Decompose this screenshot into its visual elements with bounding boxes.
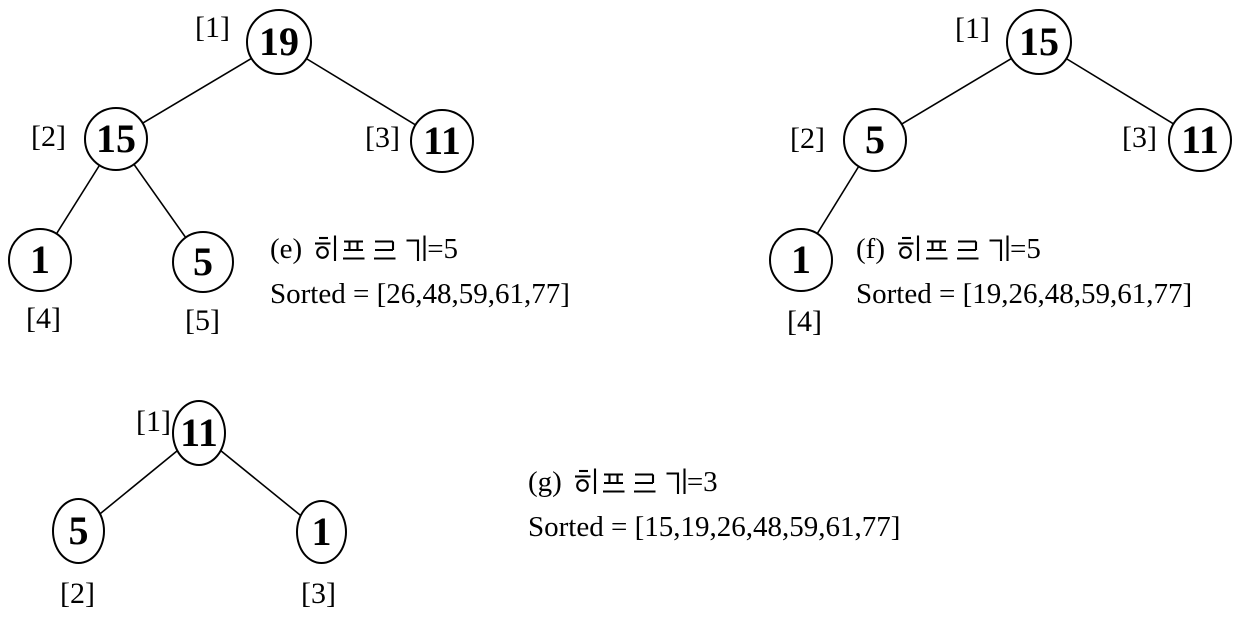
tree-g-node-2: 5 bbox=[52, 498, 105, 564]
tree-f-node-3: 11 bbox=[1168, 108, 1232, 172]
tree-e-index-3: [3] bbox=[365, 121, 400, 154]
tree-e-node-1: 19 bbox=[246, 9, 312, 75]
tree-f-sorted-line: Sorted = [19,26,48,59,61,77] bbox=[856, 278, 1193, 310]
tree-g-heapsize-word: 히프크기 bbox=[574, 460, 575, 461]
tree-e-node-5: 5 bbox=[172, 231, 234, 293]
tree-f-index-4: [4] bbox=[787, 305, 822, 338]
tree-f-index-2: [2] bbox=[790, 122, 825, 155]
tree-g-heapsize-value: =3 bbox=[686, 466, 718, 498]
tree-g-sorted-line: Sorted = [15,19,26,48,59,61,77] bbox=[528, 511, 901, 543]
tree-e-heapsize-value: =5 bbox=[427, 233, 459, 265]
tree-f-node-2: 5 bbox=[843, 108, 907, 172]
korean-heapsize-glyphs bbox=[573, 467, 686, 495]
tree-f-heapsize-line: (f) 히프크기 =5 bbox=[856, 227, 1192, 272]
tree-e-node-4: 1 bbox=[8, 228, 72, 292]
tree-e-heapsize-line: (e) 히프크기 =5 bbox=[270, 227, 570, 272]
tree-f-index-1: [1] bbox=[955, 12, 990, 45]
tree-e-index-4: [4] bbox=[26, 302, 61, 335]
tree-g-node-3: 1 bbox=[296, 500, 347, 564]
tree-g-node-1: 11 bbox=[172, 400, 226, 466]
tree-g-index-1: [1] bbox=[136, 405, 171, 438]
tree-f-heapsize-word: 히프크기 bbox=[897, 227, 898, 228]
tree-e-sorted-line: Sorted = [26,48,59,61,77] bbox=[270, 278, 570, 310]
tree-g-label: (g) bbox=[528, 466, 562, 498]
tree-f-node-4: 1 bbox=[769, 228, 833, 292]
tree-g-heapsize-line: (g) 히프크기 =3 bbox=[528, 460, 900, 505]
tree-f-caption: (f) 히프크기 =5 Sorted = [19,26,48,59,61,77] bbox=[856, 227, 1192, 317]
tree-f-label: (f) bbox=[856, 233, 885, 265]
tree-e-node-3: 11 bbox=[410, 109, 474, 173]
korean-heapsize-glyphs bbox=[314, 234, 426, 262]
korean-heapsize-glyphs bbox=[896, 234, 1009, 262]
tree-e-index-2: [2] bbox=[31, 120, 66, 153]
tree-e-heapsize-word: 히프크기 bbox=[314, 227, 315, 228]
tree-e-label: (e) bbox=[270, 233, 303, 265]
tree-e-index-5: [5] bbox=[185, 304, 220, 337]
tree-g-index-3: [3] bbox=[301, 577, 336, 610]
tree-f-node-1: 15 bbox=[1006, 9, 1072, 75]
tree-e-index-1: [1] bbox=[195, 11, 230, 44]
tree-g-caption: (g) 히프크기 =3 Sorted = [15,19,26,48,59,61,77… bbox=[528, 460, 900, 550]
tree-f-heapsize-value: =5 bbox=[1009, 233, 1041, 265]
tree-g-index-2: [2] bbox=[60, 577, 95, 610]
tree-f-index-3: [3] bbox=[1122, 121, 1157, 154]
tree-e-caption: (e) 히프크기 =5 Sorted = [26,48,59,61,77] bbox=[270, 227, 570, 317]
tree-e-node-2: 15 bbox=[84, 107, 148, 171]
